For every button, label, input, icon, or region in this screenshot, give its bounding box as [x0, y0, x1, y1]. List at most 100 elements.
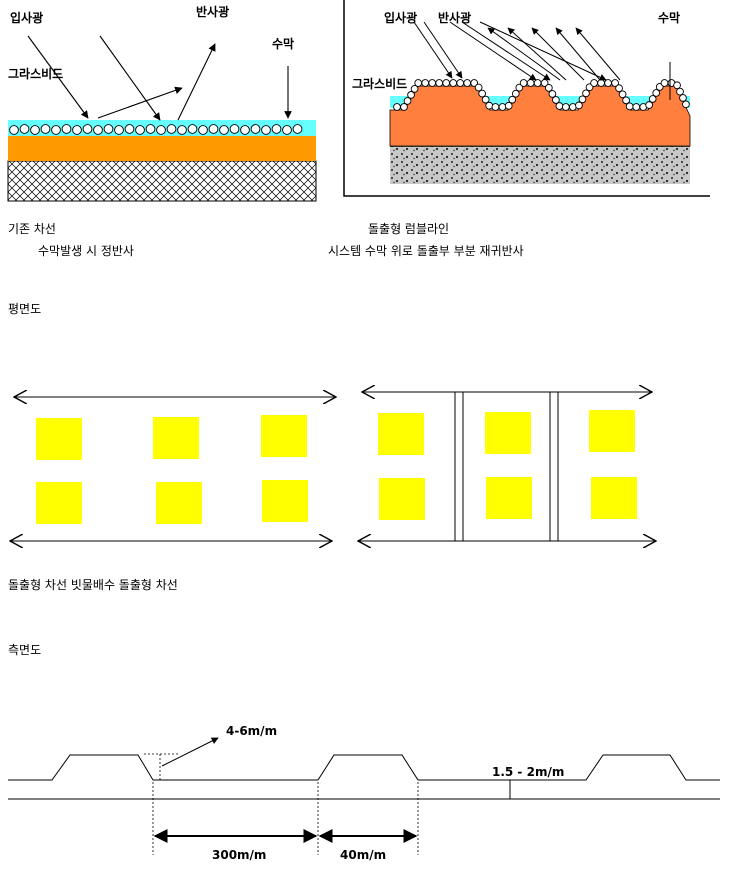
glass-bead	[19, 124, 30, 134]
glass-bead	[481, 95, 490, 104]
glass-bead	[485, 101, 494, 110]
glass-bead	[508, 95, 517, 104]
glass-bead	[625, 102, 634, 111]
raised-marker	[589, 410, 635, 452]
incident-ray	[449, 21, 537, 81]
raised-marker	[378, 413, 424, 455]
reflected-ray	[531, 27, 585, 81]
glass-bead	[578, 95, 587, 104]
glass-bead	[198, 125, 208, 135]
glass-bead	[504, 101, 513, 110]
rumble-line-subtitle: 시스템 수막 위로 돌출부 부분 재귀반사	[328, 244, 524, 258]
glass-bead	[511, 89, 520, 98]
glass-bead	[72, 125, 82, 135]
stud-profile-line	[8, 754, 720, 781]
glass-bead	[597, 79, 605, 87]
incident-ray	[99, 35, 161, 121]
glass-bead	[648, 95, 657, 103]
glass-bead	[463, 79, 472, 87]
glass-bead	[271, 124, 282, 134]
glass-bead	[93, 125, 103, 135]
glass-bead	[135, 125, 145, 135]
plan-view-right	[358, 392, 656, 541]
incident-ray	[461, 21, 551, 81]
reflected-ray	[507, 27, 567, 81]
glass-bead	[555, 102, 564, 110]
reflected-ray	[555, 27, 601, 81]
glass-bead	[652, 89, 661, 97]
glass-bead	[61, 124, 72, 134]
incident-ray	[27, 35, 89, 119]
gravel-base-layer	[390, 146, 690, 184]
rumble-stud-profile	[389, 85, 691, 147]
glass-bead	[124, 124, 135, 134]
glass-bead	[156, 125, 166, 135]
glass-bead	[449, 79, 458, 87]
glass-bead	[682, 100, 690, 109]
width-label: 40m/m	[340, 848, 386, 862]
height-pointer-arrow	[161, 737, 219, 767]
glass-bead	[208, 124, 219, 134]
raised-marker	[485, 412, 531, 454]
rumble-line-diagram: 입사광 반사광 수막 그라스비드	[343, 0, 710, 197]
glass-bead	[187, 124, 198, 134]
conventional-lane-title: 기존 차선	[8, 222, 56, 236]
glass-bead	[590, 79, 598, 87]
raised-marker	[379, 478, 425, 520]
frame-border	[343, 0, 710, 197]
glass-bead	[498, 103, 507, 111]
glass-bead	[400, 103, 408, 111]
conventional-lane-diagram: 입사광 반사광 수막 그라스비드	[7, 4, 317, 202]
glass-bead	[604, 79, 612, 87]
side-view-heading: 측면도	[8, 643, 42, 657]
water-film-label: 수막	[272, 37, 294, 51]
plan-view-heading: 평면도	[8, 302, 42, 316]
glass-bead	[30, 125, 40, 135]
glass-bead	[645, 101, 654, 109]
incident-ray	[479, 21, 607, 81]
glass-bead	[533, 79, 542, 87]
glass-bead	[414, 79, 423, 87]
raised-marker	[261, 415, 307, 457]
glass-bead	[474, 83, 483, 92]
incident-ray	[413, 21, 453, 79]
glass-bead	[478, 89, 487, 98]
glass-bead	[582, 89, 590, 98]
glass-bead	[519, 79, 528, 87]
raised-marker	[591, 477, 637, 519]
glass-bead	[575, 101, 583, 110]
spacing-label: 300m/m	[212, 848, 266, 862]
glass-bead	[611, 79, 619, 87]
glass-bead-row	[9, 124, 303, 135]
glass-bead	[435, 79, 444, 87]
glass-bead	[456, 79, 465, 87]
glass-bead	[679, 94, 687, 102]
raised-marker	[486, 477, 532, 519]
glass-bead	[618, 90, 627, 99]
reflected-ray	[97, 86, 183, 119]
paint-layer	[8, 136, 316, 161]
glass-bead	[229, 124, 240, 134]
glass-bead	[9, 125, 19, 135]
glass-bead	[219, 125, 229, 135]
glass-bead	[632, 103, 641, 111]
glass-bead	[145, 124, 156, 134]
incident-light-label: 입사광	[384, 10, 417, 25]
reflected-ray	[177, 43, 216, 121]
raised-marker	[153, 417, 199, 459]
incident-ray	[423, 21, 463, 79]
raised-marker	[262, 480, 308, 522]
glass-bead	[410, 85, 419, 93]
base-hatch-layer	[7, 160, 317, 202]
reflected-light-label: 반사광	[438, 10, 471, 25]
glass-bead-label: 그라스비드	[352, 76, 407, 91]
glass-bead	[292, 124, 303, 134]
glass-bead	[407, 91, 415, 99]
plan-view-caption: 돌출형 차선 빗물배수 돌출형 차선	[8, 578, 178, 592]
incident-light-label: 입사광	[10, 10, 43, 25]
rumble-line-title: 돌출형 럼블라인	[368, 222, 450, 236]
glass-bead	[470, 79, 479, 87]
glass-bead	[442, 79, 451, 87]
glass-bead	[548, 90, 557, 98]
glass-bead	[282, 125, 292, 135]
